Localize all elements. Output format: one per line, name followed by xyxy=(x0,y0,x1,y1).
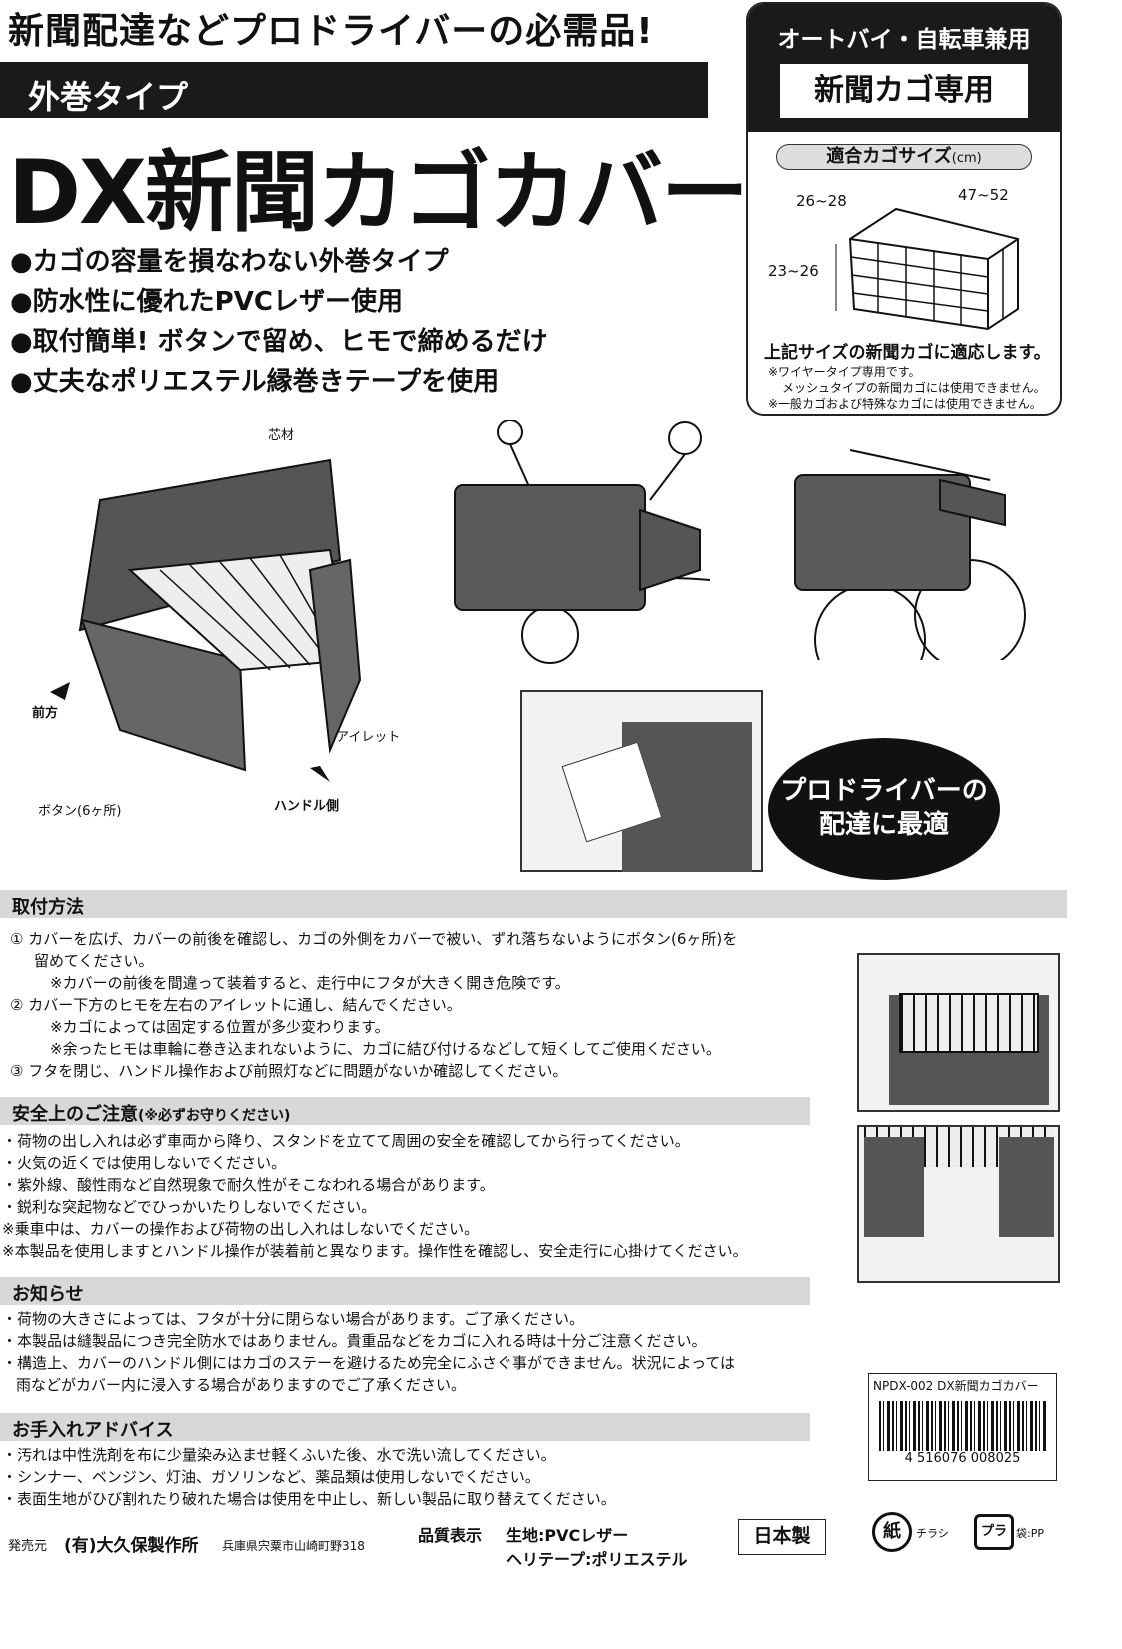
safety-list: ・荷物の出し入れは必ず車両から降り、スタンドを立てて周囲の安全を確認してから行っ… xyxy=(2,1130,748,1262)
product-title: DX新聞カゴカバー xyxy=(8,141,749,244)
safety-line: ・紫外線、酸性雨など自然現象で耐久性がそこなわれる場合があります。 xyxy=(2,1176,495,1194)
spec-note: ※一般カゴおよび特殊なカゴには使用できません。 xyxy=(768,397,1042,411)
company-address: 兵庫県宍粟市山崎町野318 xyxy=(222,1539,365,1553)
basket-diagram xyxy=(835,207,1019,331)
install-line: ③ フタを閉じ、ハンドル操作および前照灯などに問題がないか確認してください。 xyxy=(10,1062,568,1080)
install-line: 留めてください。 xyxy=(34,952,154,970)
safety-heading: 安全上のご注意(※必ずお守りください) xyxy=(0,1097,810,1125)
notice-line: ・構造上、カバーのハンドル側にはカゴのステーを避けるため完全にふさぐ事ができませ… xyxy=(2,1354,736,1372)
feature-list: ●カゴの容量を損なわない外巻タイプ ●防水性に優れたPVCレザー使用 ●取付簡単… xyxy=(10,242,548,402)
pro-driver-badge: プロドライバーの 配達に最適 xyxy=(768,738,1000,880)
motorcycle-illustration xyxy=(454,420,711,664)
install-steps: ① カバーを広げ、カバーの前後を確認し、カゴの外側をカバーで被い、ずれ落ちないよ… xyxy=(10,928,737,1082)
tape-material: ヘリテープ:ポリエステル xyxy=(506,1550,688,1569)
safety-line: ・火気の近くでは使用しないでください。 xyxy=(2,1154,287,1172)
safety-line: ※乗車中は、カバーの操作および荷物の出し入れはしないでください。 xyxy=(2,1220,480,1238)
bicycle-illustration xyxy=(794,449,1026,660)
notice-heading: お知らせ xyxy=(0,1277,810,1305)
feature-item: ●丈夫なポリエステル縁巻きテープを使用 xyxy=(10,367,500,397)
size-title: 適合カゴサイズ(cm) xyxy=(776,144,1032,170)
care-line: ・表面生地がひび割れたり破れた場合は使用を中止し、新しい製品に取り替えてください… xyxy=(2,1490,616,1508)
notice-line: ・本製品は縫製品につき完全防水ではありません。貴重品などをカゴに入れる時は十分ご… xyxy=(2,1332,707,1350)
install-line: ※カバーの前後を間違って装着すると、走行中にフタが大きく開き危険です。 xyxy=(50,974,570,992)
size-title-text: 適合カゴサイズ xyxy=(826,146,952,167)
care-heading: お手入れアドバイス xyxy=(0,1413,810,1441)
feature-item: ●防水性に優れたPVCレザー使用 xyxy=(10,287,403,317)
badge-line: 配達に最適 xyxy=(818,810,949,840)
paper-recycle-icon: 紙 xyxy=(872,1512,912,1552)
notice-list: ・荷物の大きさによっては、フタが十分に閉らない場合があります。ご了承ください。 … xyxy=(2,1308,735,1396)
use-label: オートバイ・自転車兼用 xyxy=(777,27,1031,53)
notice-line: 雨などがカバー内に浸入する場合がありますのでご了承ください。 xyxy=(16,1376,467,1394)
install-line: ② カバー下方のヒモを左右のアイレットに通し、結んでください。 xyxy=(10,996,462,1014)
headline: 新聞配達などプロドライバーの必需品! xyxy=(8,11,654,52)
type-label: 外巻タイプ xyxy=(0,62,708,118)
barcode-number: 4 516076 008025 xyxy=(869,1451,1056,1466)
feature-item: ●取付簡単! ボタンで留め、ヒモで締めるだけ xyxy=(10,327,548,357)
safety-line: ・鋭利な突起物などでひっかいたりしないでください。 xyxy=(2,1198,377,1216)
plastic-recycle-icon: プラ xyxy=(974,1514,1014,1550)
size-unit: (cm) xyxy=(951,151,982,166)
quality-label: 品質表示 xyxy=(418,1526,483,1545)
plastic-note: 袋:PP xyxy=(1016,1527,1044,1540)
dedicated-label: 新聞カゴ専用 xyxy=(780,64,1028,118)
loading-photo xyxy=(520,690,763,872)
height-label: 23~26 xyxy=(768,262,819,280)
label-front: 前方 xyxy=(32,706,59,721)
install-line: ※カゴによっては固定する位置が多少変わります。 xyxy=(50,1018,390,1036)
seller-label: 発売元 xyxy=(8,1539,48,1554)
care-line: ・シンナー、ベンジン、灯油、ガソリンなど、薬品類は使用しないでください。 xyxy=(2,1468,540,1486)
safety-title: 安全上のご注意 xyxy=(12,1104,138,1125)
feature-item: ●カゴの容量を損なわない外巻タイプ xyxy=(10,247,449,277)
care-line: ・汚れは中性洗剤を布に少量染み込ませ軽くふいた後、水で洗い流してください。 xyxy=(2,1446,556,1464)
badge-line: プロドライバーの xyxy=(780,776,988,806)
safety-subtitle: (※必ずお守りください) xyxy=(138,1108,291,1124)
install-heading: 取付方法 xyxy=(0,890,1067,918)
install-line: ① カバーを広げ、カバーの前後を確認し、カゴの外側をカバーで被い、ずれ落ちないよ… xyxy=(10,930,738,948)
spec-notes: ※ワイヤータイプ専用です。 メッシュタイプの新聞カゴには使用できません。 ※一般… xyxy=(768,364,1046,412)
install-photo-1 xyxy=(857,953,1060,1112)
label-button: ボタン(6ヶ所) xyxy=(38,804,122,819)
company-name: (有)大久保製作所 xyxy=(64,1536,199,1556)
label-handle: ハンドル側 xyxy=(274,799,340,814)
install-photo-2 xyxy=(857,1125,1060,1283)
care-list: ・汚れは中性洗剤を布に少量染み込ませ軽くふいた後、水で洗い流してください。 ・シ… xyxy=(2,1444,616,1510)
paper-note: チラシ xyxy=(916,1527,949,1540)
safety-line: ・荷物の出し入れは必ず車両から降り、スタンドを立てて周囲の安全を確認してから行っ… xyxy=(2,1132,690,1150)
label-core: 芯材 xyxy=(268,428,295,443)
origin-label: 日本製 xyxy=(738,1519,826,1555)
install-line: ※余ったヒモは車輪に巻き込まれないように、カゴに結び付けるなどして短くしてご使用… xyxy=(50,1040,721,1058)
spec-note: ※ワイヤータイプ専用です。 xyxy=(768,365,921,379)
spec-box: オートバイ・自転車兼用 新聞カゴ専用 適合カゴサイズ(cm) 26~28 47~… xyxy=(746,2,1062,416)
notice-line: ・荷物の大きさによっては、フタが十分に閉らない場合があります。ご了承ください。 xyxy=(2,1310,585,1328)
spec-note: メッシュタイプの新聞カゴには使用できません。 xyxy=(782,381,1046,395)
depth-label: 26~28 xyxy=(796,192,847,210)
label-eyelet: アイレット xyxy=(336,730,401,745)
product-code: NPDX-002 DX新聞カゴカバー xyxy=(873,1379,1039,1393)
safety-line: ※本製品を使用しますとハンドル操作が装着前と異なります。操作性を確認し、安全走行… xyxy=(2,1242,748,1260)
cover-diagram-illustration xyxy=(50,458,362,782)
fit-note: 上記サイズの新聞カゴに適応します。 xyxy=(764,343,1051,363)
width-label: 47~52 xyxy=(958,186,1009,204)
fabric-material: 生地:PVCレザー xyxy=(506,1526,629,1545)
barcode-box: NPDX-002 DX新聞カゴカバー 4 516076 008025 xyxy=(868,1373,1057,1481)
